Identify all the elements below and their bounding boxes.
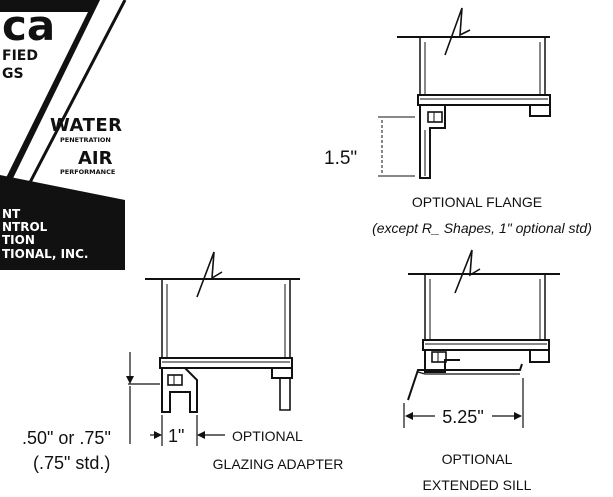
flange-profile xyxy=(419,105,446,179)
badge-lower-block xyxy=(0,175,125,270)
badge-air-sub: PERFORMANCE xyxy=(60,168,115,176)
flange-caption-line1: OPTIONAL FLANGE xyxy=(412,194,542,210)
sill-break-symbol xyxy=(454,249,481,294)
glazing-width-label: 1" xyxy=(168,426,184,446)
badge-water-sub: PENETRATION xyxy=(60,136,111,144)
flange-dimension xyxy=(378,116,415,177)
badge-water: WATER xyxy=(50,115,123,136)
sill-caption-line1: OPTIONAL xyxy=(442,451,513,467)
glazing-break-symbol xyxy=(196,251,223,298)
flange-dimension-label: 1.5" xyxy=(324,148,357,169)
badge-cert-line1: FIED xyxy=(2,48,38,64)
badge-air: AIR xyxy=(78,148,113,169)
sill-extension-profile xyxy=(407,363,523,401)
certification-badge: ca FIED GS WATER PENETRATION AIR PERFORM… xyxy=(0,0,127,270)
flange-break-symbol xyxy=(444,7,471,56)
badge-lower-line4: TIONAL, INC. xyxy=(2,247,88,261)
badge-cert-line2: GS xyxy=(2,66,24,82)
glazing-caption-line2: GLAZING ADAPTER xyxy=(213,456,344,472)
glazing-detail xyxy=(145,251,300,413)
sill-detail xyxy=(407,249,560,401)
glazing-adapter-profile xyxy=(161,367,198,413)
glazing-caption-line1: OPTIONAL xyxy=(232,428,303,444)
sill-caption-line2: EXTENDED SILL xyxy=(423,477,532,493)
badge-lower-line1: NT xyxy=(2,207,21,221)
sill-dimension-label: 5.25" xyxy=(442,407,483,427)
badge-lower-line3: TION xyxy=(2,233,35,247)
glazing-dimension-line2: (.75" std.) xyxy=(33,453,110,473)
badge-logo-text: ca xyxy=(2,1,55,50)
glazing-dimensions xyxy=(126,352,225,446)
flange-detail xyxy=(397,7,551,179)
glazing-dimension-line1: .50" or .75" xyxy=(22,428,111,448)
sill-dimension xyxy=(403,378,524,428)
flange-caption-line2: (except R_ Shapes, 1" optional std) xyxy=(372,220,592,236)
badge-lower-line2: NTROL xyxy=(2,220,48,234)
